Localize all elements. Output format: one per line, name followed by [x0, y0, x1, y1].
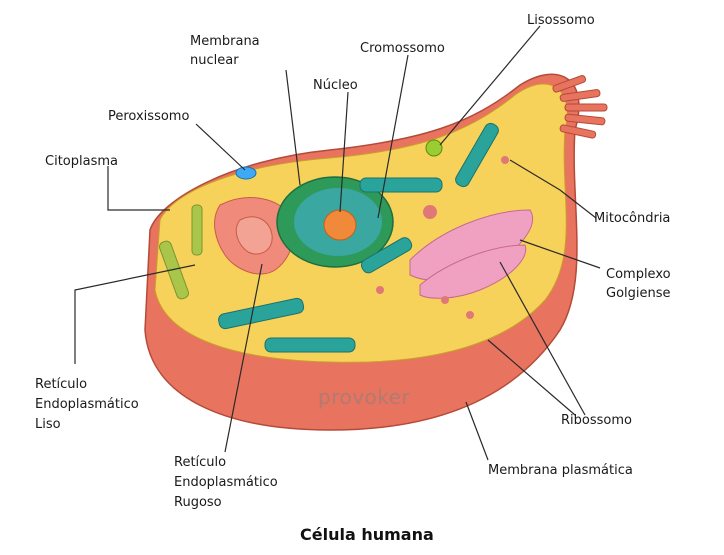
label-lisossomo: Lisossomo: [527, 12, 595, 29]
line-peroxissomo: [196, 124, 245, 170]
diagram-title: Célula humana: [300, 525, 434, 544]
label-reticulo-rugoso-1: Retículo: [174, 454, 226, 471]
label-reticulo-rugoso-3: Rugoso: [174, 494, 222, 511]
label-reticulo-liso-3: Liso: [35, 416, 61, 433]
label-membrana-nuclear-1: Membrana: [190, 33, 260, 50]
label-mitocondria: Mitocôndria: [594, 210, 670, 227]
peroxisome: [236, 167, 256, 179]
label-ribossomo: Ribossomo: [561, 412, 632, 429]
label-complexo-1: Complexo: [606, 266, 671, 283]
label-reticulo-liso-2: Endoplasmático: [35, 396, 139, 413]
label-complexo-2: Golgiense: [606, 285, 671, 302]
label-reticulo-liso-1: Retículo: [35, 376, 87, 393]
line-membrana-plasmatica: [466, 402, 488, 460]
label-reticulo-rugoso-2: Endoplasmático: [174, 474, 278, 491]
label-cromossomo: Cromossomo: [360, 40, 445, 57]
line-citoplasma: [108, 166, 170, 210]
label-peroxissomo: Peroxissomo: [108, 108, 189, 125]
label-nucleo: Núcleo: [313, 77, 358, 94]
watermark: provoker: [318, 385, 410, 409]
label-membrana-nuclear-2: nuclear: [190, 52, 239, 69]
lysosome: [426, 140, 442, 156]
label-membrana-plasmatica: Membrana plasmática: [488, 462, 633, 479]
label-citoplasma: Citoplasma: [45, 153, 118, 170]
